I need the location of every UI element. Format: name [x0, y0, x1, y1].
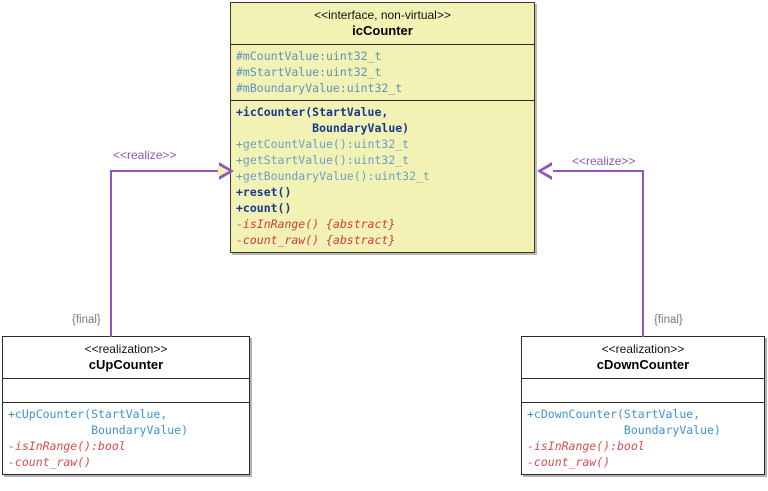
operation-row: -isInRange():bool — [527, 439, 645, 453]
operation-row: -count_raw() {abstract} — [236, 233, 396, 247]
operation-row: +getBoundaryValue():uint32_t — [236, 169, 430, 183]
iccounter-header: <<interface, non-virtual>> icCounter — [231, 3, 534, 44]
right-final-label: {final} — [654, 314, 683, 326]
cdowncounter-attributes — [522, 378, 764, 402]
empty-attribute-compartment — [527, 382, 759, 398]
cdowncounter-operations: +cDownCounter(StartValue, BoundaryValue)… — [522, 402, 764, 474]
right-realize-arrowhead-icon — [537, 162, 553, 180]
operation-row: -count_raw() — [8, 455, 92, 469]
cdowncounter-name: cDownCounter — [596, 357, 690, 372]
left-final-label: {final} — [72, 314, 101, 326]
iccounter-stereotype: <<interface, non-virtual>> — [314, 8, 451, 22]
operation-row: +cDownCounter(StartValue, — [527, 407, 701, 421]
operation-row: +reset() — [236, 185, 292, 199]
operation-row: BoundaryValue) — [236, 121, 410, 135]
attribute-row: #mStartValue:uint32_t — [236, 65, 382, 79]
cdowncounter-header: <<realization>> cDownCounter — [522, 337, 764, 378]
cupcounter-attributes — [3, 378, 249, 402]
operation-row: -isInRange() {abstract} — [236, 217, 396, 231]
attribute-row: #mCountValue:uint32_t — [236, 49, 382, 63]
iccounter-attributes: #mCountValue:uint32_t #mStartValue:uint3… — [231, 44, 534, 100]
left-realize-arrowhead-icon — [218, 162, 234, 180]
left-realize-vertical-segment[interactable] — [110, 170, 112, 337]
cupcounter-stereotype: <<realization>> — [84, 342, 168, 356]
cupcounter-name: cUpCounter — [88, 357, 164, 372]
operation-row: -isInRange():bool — [8, 439, 126, 453]
empty-attribute-compartment — [8, 382, 244, 398]
right-realize-vertical-segment[interactable] — [642, 170, 644, 337]
operation-row: BoundaryValue) — [8, 423, 189, 437]
operation-row: +getStartValue():uint32_t — [236, 153, 410, 167]
operation-row: +cUpCounter(StartValue, — [8, 407, 168, 421]
left-realize-label: <<realize>> — [113, 148, 177, 162]
class-box-cdowncounter[interactable]: <<realization>> cDownCounter +cDownCount… — [521, 336, 765, 475]
operation-row: +count() — [236, 201, 292, 215]
operation-row: BoundaryValue) — [527, 423, 721, 437]
cupcounter-operations: +cUpCounter(StartValue, BoundaryValue) -… — [3, 402, 249, 474]
cupcounter-header: <<realization>> cUpCounter — [3, 337, 249, 378]
cdowncounter-stereotype: <<realization>> — [601, 342, 685, 356]
attribute-row: #mBoundaryValue:uint32_t — [236, 81, 403, 95]
right-realize-label: <<realize>> — [572, 154, 636, 168]
iccounter-operations: +icCounter(StartValue, BoundaryValue) +g… — [231, 100, 534, 252]
iccounter-name: icCounter — [352, 23, 413, 38]
operation-row: -count_raw() — [527, 455, 611, 469]
left-realize-horizontal-segment[interactable] — [110, 170, 221, 172]
class-box-iccounter[interactable]: <<interface, non-virtual>> icCounter #mC… — [230, 2, 535, 253]
class-box-cupcounter[interactable]: <<realization>> cUpCounter +cUpCounter(S… — [2, 336, 250, 475]
operation-row: +getCountValue():uint32_t — [236, 137, 410, 151]
right-realize-horizontal-segment[interactable] — [551, 170, 644, 172]
operation-row: +icCounter(StartValue, — [236, 105, 389, 119]
